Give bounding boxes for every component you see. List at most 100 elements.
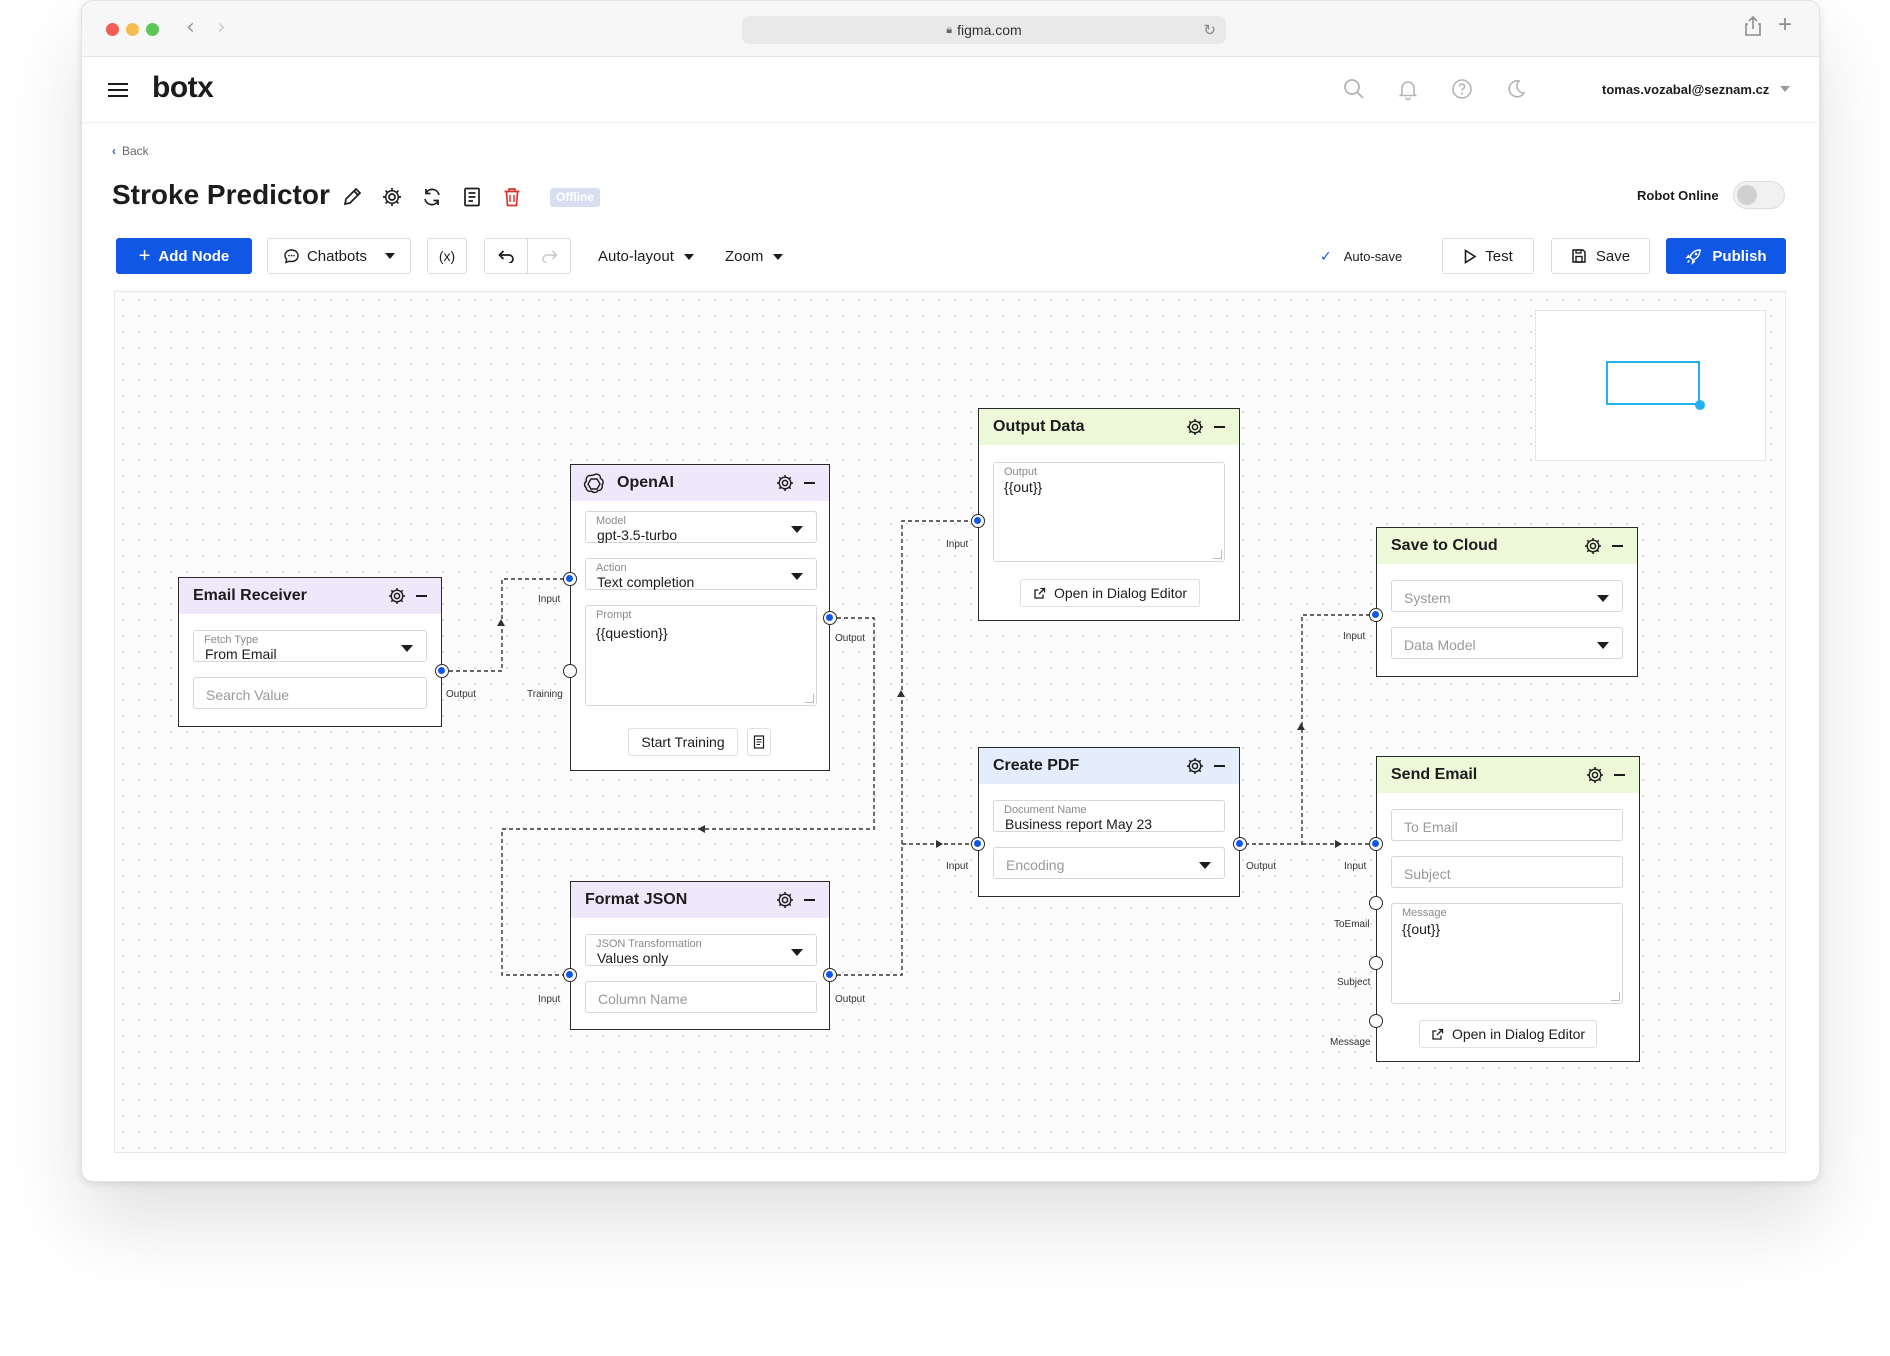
sync-icon[interactable] — [421, 186, 443, 208]
port-openai-output[interactable] — [823, 611, 837, 625]
document-icon[interactable] — [461, 186, 483, 208]
to-email-input[interactable]: To Email — [1391, 809, 1623, 841]
maximize-window-dot[interactable] — [146, 23, 159, 36]
undo-button[interactable] — [484, 238, 528, 274]
port-openai-input[interactable] — [563, 572, 577, 586]
document-name-input[interactable]: Document Name Business report May 23 — [993, 800, 1225, 832]
output-textarea[interactable]: Output {{out}} — [993, 462, 1225, 562]
node-header[interactable]: Output Data — [979, 409, 1239, 445]
system-select[interactable]: System — [1391, 580, 1623, 612]
subject-input[interactable]: Subject — [1391, 856, 1623, 888]
node-output-data[interactable]: Output Data Output {{out}} Open in Dialo… — [978, 408, 1240, 621]
user-email[interactable]: tomas.vozabal@seznam.cz — [1602, 82, 1770, 97]
trash-icon[interactable] — [501, 186, 523, 208]
column-name-input[interactable]: Column Name — [585, 981, 817, 1013]
minimize-window-dot[interactable] — [126, 23, 139, 36]
zoom-dropdown[interactable]: Zoom — [725, 248, 784, 265]
collapse-icon[interactable] — [1612, 545, 1623, 547]
add-node-button[interactable]: +Add Node — [116, 238, 252, 274]
redo-button[interactable] — [527, 238, 571, 274]
start-training-button[interactable]: Start Training — [628, 728, 738, 756]
back-link[interactable]: ‹Back — [112, 144, 149, 158]
search-value-input[interactable]: Search Value — [193, 677, 427, 709]
node-header[interactable]: Format JSON — [571, 882, 829, 918]
minimap-handle[interactable] — [1695, 400, 1705, 410]
gear-icon[interactable] — [381, 186, 403, 208]
node-header[interactable]: Email Receiver — [179, 578, 441, 614]
minimap-viewport[interactable] — [1606, 361, 1700, 405]
gear-icon[interactable] — [387, 586, 407, 606]
publish-button[interactable]: Publish — [1666, 238, 1786, 274]
search-icon[interactable] — [1342, 77, 1366, 101]
variables-button[interactable]: (x) — [427, 238, 467, 274]
dark-mode-icon[interactable] — [1504, 77, 1528, 101]
save-button[interactable]: Save — [1551, 238, 1650, 274]
collapse-icon[interactable] — [804, 899, 815, 901]
port-sendemail-subject[interactable] — [1369, 956, 1383, 970]
open-dialog-editor-button[interactable]: Open in Dialog Editor — [1020, 579, 1200, 607]
auto-layout-dropdown[interactable]: Auto-layout — [598, 248, 694, 265]
auto-save-checkbox[interactable]: ✓Auto-save — [1320, 248, 1402, 265]
resize-handle-icon[interactable] — [1213, 550, 1222, 559]
json-transformation-select[interactable]: JSON Transformation Values only — [585, 934, 817, 966]
node-save-to-cloud[interactable]: Save to Cloud System Data Model — [1376, 527, 1638, 677]
gear-icon[interactable] — [1185, 417, 1205, 437]
node-header[interactable]: Save to Cloud — [1377, 528, 1637, 564]
robot-online-toggle[interactable] — [1733, 181, 1785, 209]
url-bar[interactable]: 🔒︎ figma.com ↻ — [742, 16, 1226, 44]
open-dialog-editor-button[interactable]: Open in Dialog Editor — [1419, 1020, 1597, 1048]
port-formatjson-input[interactable] — [563, 968, 577, 982]
training-log-button[interactable] — [747, 728, 771, 756]
port-createpdf-output[interactable] — [1233, 837, 1247, 851]
port-openai-training[interactable] — [563, 664, 577, 678]
browser-back-icon[interactable]: ‹ — [186, 15, 195, 40]
prompt-textarea[interactable]: Prompt {{question}} — [585, 605, 817, 706]
node-header[interactable]: Create PDF — [979, 748, 1239, 784]
resize-handle-icon[interactable] — [1611, 992, 1620, 1001]
port-savecloud-input[interactable] — [1369, 608, 1383, 622]
pencil-icon[interactable] — [341, 186, 363, 208]
gear-icon[interactable] — [775, 473, 795, 493]
gear-icon[interactable] — [1583, 536, 1603, 556]
port-formatjson-output[interactable] — [823, 968, 837, 982]
collapse-icon[interactable] — [1214, 426, 1225, 428]
node-header[interactable]: OpenAI — [571, 465, 829, 501]
node-header[interactable]: Send Email — [1377, 757, 1639, 793]
new-tab-icon[interactable]: + — [1778, 11, 1793, 38]
minimap[interactable] — [1535, 310, 1766, 461]
port-email-output[interactable] — [435, 664, 449, 678]
node-send-email[interactable]: Send Email To Email Subject Message {{ou… — [1376, 756, 1640, 1062]
node-create-pdf[interactable]: Create PDF Document Name Business report… — [978, 747, 1240, 897]
browser-forward-icon[interactable]: › — [217, 15, 226, 40]
menu-icon[interactable] — [108, 83, 128, 97]
fetch-type-select[interactable]: Fetch Type From Email — [193, 630, 427, 662]
node-openai[interactable]: OpenAI Model gpt-3.5-turbo Action Text c… — [570, 464, 830, 771]
collapse-icon[interactable] — [1214, 765, 1225, 767]
port-sendemail-toemail[interactable] — [1369, 896, 1383, 910]
gear-icon[interactable] — [775, 890, 795, 910]
share-icon[interactable] — [1744, 15, 1762, 43]
model-select[interactable]: Model gpt-3.5-turbo — [585, 511, 817, 543]
data-model-select[interactable]: Data Model — [1391, 627, 1623, 659]
help-icon[interactable] — [1450, 77, 1474, 101]
port-sendemail-message[interactable] — [1369, 1014, 1383, 1028]
port-sendemail-input[interactable] — [1369, 837, 1383, 851]
action-select[interactable]: Action Text completion — [585, 558, 817, 590]
port-outputdata-input[interactable] — [971, 514, 985, 528]
reload-icon[interactable]: ↻ — [1203, 22, 1216, 39]
message-textarea[interactable]: Message {{out}} — [1391, 903, 1623, 1004]
gear-icon[interactable] — [1185, 756, 1205, 776]
bell-icon[interactable] — [1396, 77, 1420, 101]
close-window-dot[interactable] — [106, 23, 119, 36]
node-format-json[interactable]: Format JSON JSON Transformation Values o… — [570, 881, 830, 1030]
gear-icon[interactable] — [1585, 765, 1605, 785]
chatbots-dropdown[interactable]: Chatbots — [267, 238, 411, 274]
encoding-select[interactable]: Encoding — [993, 847, 1225, 879]
port-createpdf-input[interactable] — [971, 837, 985, 851]
node-email-receiver[interactable]: Email Receiver Fetch Type From Email Sea… — [178, 577, 442, 727]
collapse-icon[interactable] — [1614, 774, 1625, 776]
resize-handle-icon[interactable] — [805, 694, 814, 703]
collapse-icon[interactable] — [804, 482, 815, 484]
collapse-icon[interactable] — [416, 595, 427, 597]
chevron-down-icon[interactable] — [1780, 86, 1790, 92]
